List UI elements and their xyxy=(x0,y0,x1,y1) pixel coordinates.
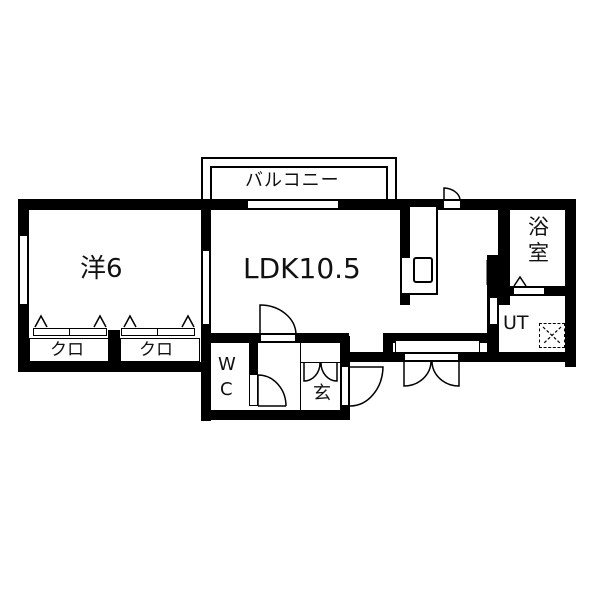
balcony-window xyxy=(247,200,339,209)
wc-label-w: W xyxy=(218,354,236,375)
top-door-swing xyxy=(443,187,461,200)
closet-2 xyxy=(120,338,200,362)
washer-x-icon xyxy=(542,326,562,345)
closet-1-door-right xyxy=(69,328,107,336)
ut-label: UT xyxy=(503,312,529,334)
wc-label-c: C xyxy=(220,379,233,400)
wc-door-swing xyxy=(257,374,287,407)
wall-ldk-bottom-right xyxy=(383,333,493,343)
ut-door xyxy=(489,297,498,325)
storage-shelf xyxy=(395,340,480,353)
wall-bottom-left xyxy=(18,362,208,372)
bath-door xyxy=(513,287,545,295)
western-ldk-opening xyxy=(202,250,210,325)
top-door-opening xyxy=(443,200,461,209)
closet-door-markers xyxy=(34,275,527,328)
shoe-cabinet-door-left xyxy=(303,362,321,382)
bath-wall-left xyxy=(498,205,510,305)
balcony-label: バルコニー xyxy=(245,170,340,191)
wall-bottom-right xyxy=(480,352,576,362)
closet-1 xyxy=(29,338,109,362)
western-room-label: 洋6 xyxy=(80,254,123,284)
hall-divider xyxy=(300,343,301,410)
balcony xyxy=(201,157,397,207)
entrance-label: 玄 xyxy=(313,383,331,404)
closet-divider xyxy=(108,330,120,365)
closet-1-label: クロ xyxy=(50,340,84,360)
kitchen-sink xyxy=(413,257,433,283)
bath-label-1: 浴 xyxy=(528,215,549,239)
hall-door-swing xyxy=(259,304,297,335)
kitchen-counter-edge xyxy=(400,205,410,258)
washer-space xyxy=(539,323,565,348)
closet-2-label: クロ xyxy=(139,340,173,360)
closet-2-door-right xyxy=(157,328,195,336)
shoe-cabinet-door-right xyxy=(320,362,338,382)
storage-door-right xyxy=(431,360,460,387)
wc-wall-left xyxy=(201,336,211,421)
entrance-door-swing xyxy=(349,366,384,407)
storage-doors xyxy=(404,353,459,361)
bath-label-2: 室 xyxy=(528,241,549,265)
wall-top-right xyxy=(490,199,576,210)
ldk-label: LDK10.5 xyxy=(243,252,361,285)
entrance-step xyxy=(300,362,340,363)
western-window xyxy=(19,235,28,305)
hall-door-opening xyxy=(260,334,296,342)
wc-wall-right xyxy=(249,336,258,381)
storage-door-left xyxy=(403,360,432,387)
balcony-inner xyxy=(210,166,388,207)
wall-right xyxy=(565,199,576,367)
wc-wall-bottom xyxy=(201,410,350,420)
wall-ldk-bottom-step xyxy=(383,333,393,355)
entrance-door-opening xyxy=(341,366,349,406)
